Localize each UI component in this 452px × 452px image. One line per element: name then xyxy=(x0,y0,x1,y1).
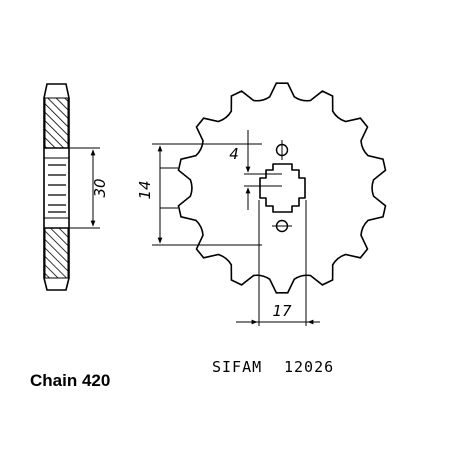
dim-label-spline: 17 xyxy=(272,302,292,320)
sprocket-front-view: 4 14 17 xyxy=(136,82,387,326)
sprocket-tooth-profile xyxy=(177,82,387,294)
side-section-view: 30 xyxy=(43,83,109,291)
brand-label: SIFAM xyxy=(212,358,262,376)
dim-label-hub-thickness: 30 xyxy=(91,178,109,197)
dim-label-bore: 14 xyxy=(136,180,154,199)
side-hatch-lower xyxy=(44,227,69,279)
part-number: 12026 xyxy=(284,358,334,376)
side-hatch-upper xyxy=(44,97,69,149)
dim-label-keyway: 4 xyxy=(229,145,239,163)
splined-bore xyxy=(259,163,306,213)
chain-label: Chain 420 xyxy=(30,371,110,390)
side-profile-outline xyxy=(43,83,70,291)
side-spline-dashes xyxy=(48,164,66,213)
